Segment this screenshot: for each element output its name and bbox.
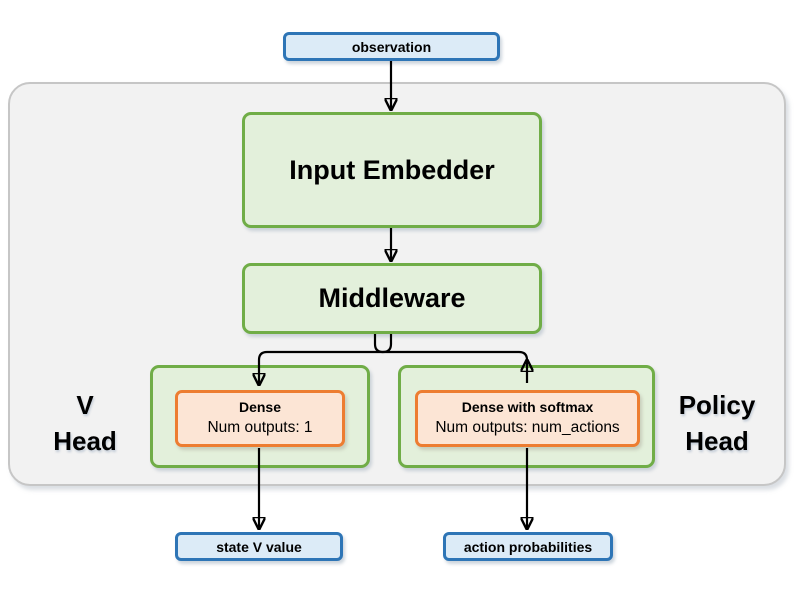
policy-head-label-line1: Policy bbox=[678, 390, 756, 420]
policy-head-label: Policy Head bbox=[652, 387, 782, 459]
state-v-value-node: state V value bbox=[175, 532, 343, 561]
action-probabilities-label: action probabilities bbox=[463, 538, 593, 555]
v-head-label-line1: V bbox=[76, 390, 94, 420]
dense-softmax-node: Dense with softmax Num outputs: num_acti… bbox=[415, 390, 640, 447]
middleware-node: Middleware bbox=[242, 263, 542, 334]
v-head-label-line2: Head bbox=[53, 426, 117, 456]
dense-subtitle: Num outputs: 1 bbox=[207, 419, 313, 437]
dense-softmax-title: Dense with softmax bbox=[461, 399, 594, 416]
middleware-label: Middleware bbox=[318, 283, 466, 313]
observation-node: observation bbox=[283, 32, 500, 61]
state-v-value-label: state V value bbox=[216, 538, 302, 555]
dense-softmax-subtitle: Num outputs: num_actions bbox=[435, 419, 620, 437]
dense-title: Dense bbox=[238, 399, 282, 416]
v-head-label: V Head bbox=[20, 387, 150, 459]
input-embedder-label: Input Embedder bbox=[289, 154, 495, 185]
observation-label: observation bbox=[351, 38, 432, 55]
input-embedder-node: Input Embedder bbox=[242, 112, 542, 228]
action-probabilities-node: action probabilities bbox=[443, 532, 613, 561]
dense-node: Dense Num outputs: 1 bbox=[175, 390, 345, 447]
policy-head-label-line2: Head bbox=[685, 426, 749, 456]
